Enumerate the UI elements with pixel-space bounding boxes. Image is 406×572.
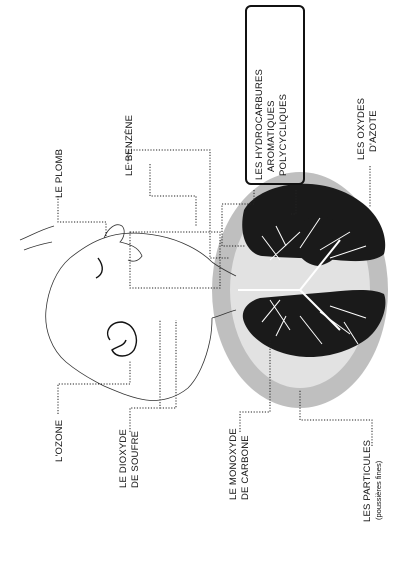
- label-hap-line1: LES HYDROCARBURES: [254, 69, 265, 180]
- label-particules-line2: (poussières fines): [374, 460, 383, 520]
- label-benzene: LE BENZÈNE: [124, 115, 135, 176]
- label-oxydes-line1: LES OXYDES: [356, 98, 367, 160]
- head-outline: [46, 233, 212, 400]
- ear-outline: [108, 322, 137, 356]
- label-plomb: LE PLOMB: [54, 149, 65, 198]
- label-particules-line1: LES PARTICULES: [362, 440, 373, 522]
- hair-strokes: [20, 226, 54, 250]
- leader-plomb: [58, 196, 106, 236]
- leader-dioxyde: [130, 320, 176, 432]
- label-ozone: L'OZONE: [54, 420, 65, 462]
- label-oxydes-line2: D'AZOTE: [368, 110, 379, 152]
- label-hap-line2: AROMATIQUES: [266, 100, 277, 172]
- label-dioxyde-line1: LE DIOXYDE: [118, 429, 129, 488]
- label-monoxyde-line2: DE CARBONE: [240, 435, 251, 500]
- label-hap-line3: POLYCYCLIQUES: [278, 94, 289, 176]
- leader-benzene-branch: [150, 164, 196, 226]
- label-dioxyde-line2: DE SOUFRE: [130, 431, 141, 488]
- face-profile: [104, 225, 142, 261]
- leader-ozone: [58, 360, 130, 414]
- eye-brow: [96, 258, 102, 278]
- label-monoxyde-line1: LE MONOXYDE: [228, 428, 239, 500]
